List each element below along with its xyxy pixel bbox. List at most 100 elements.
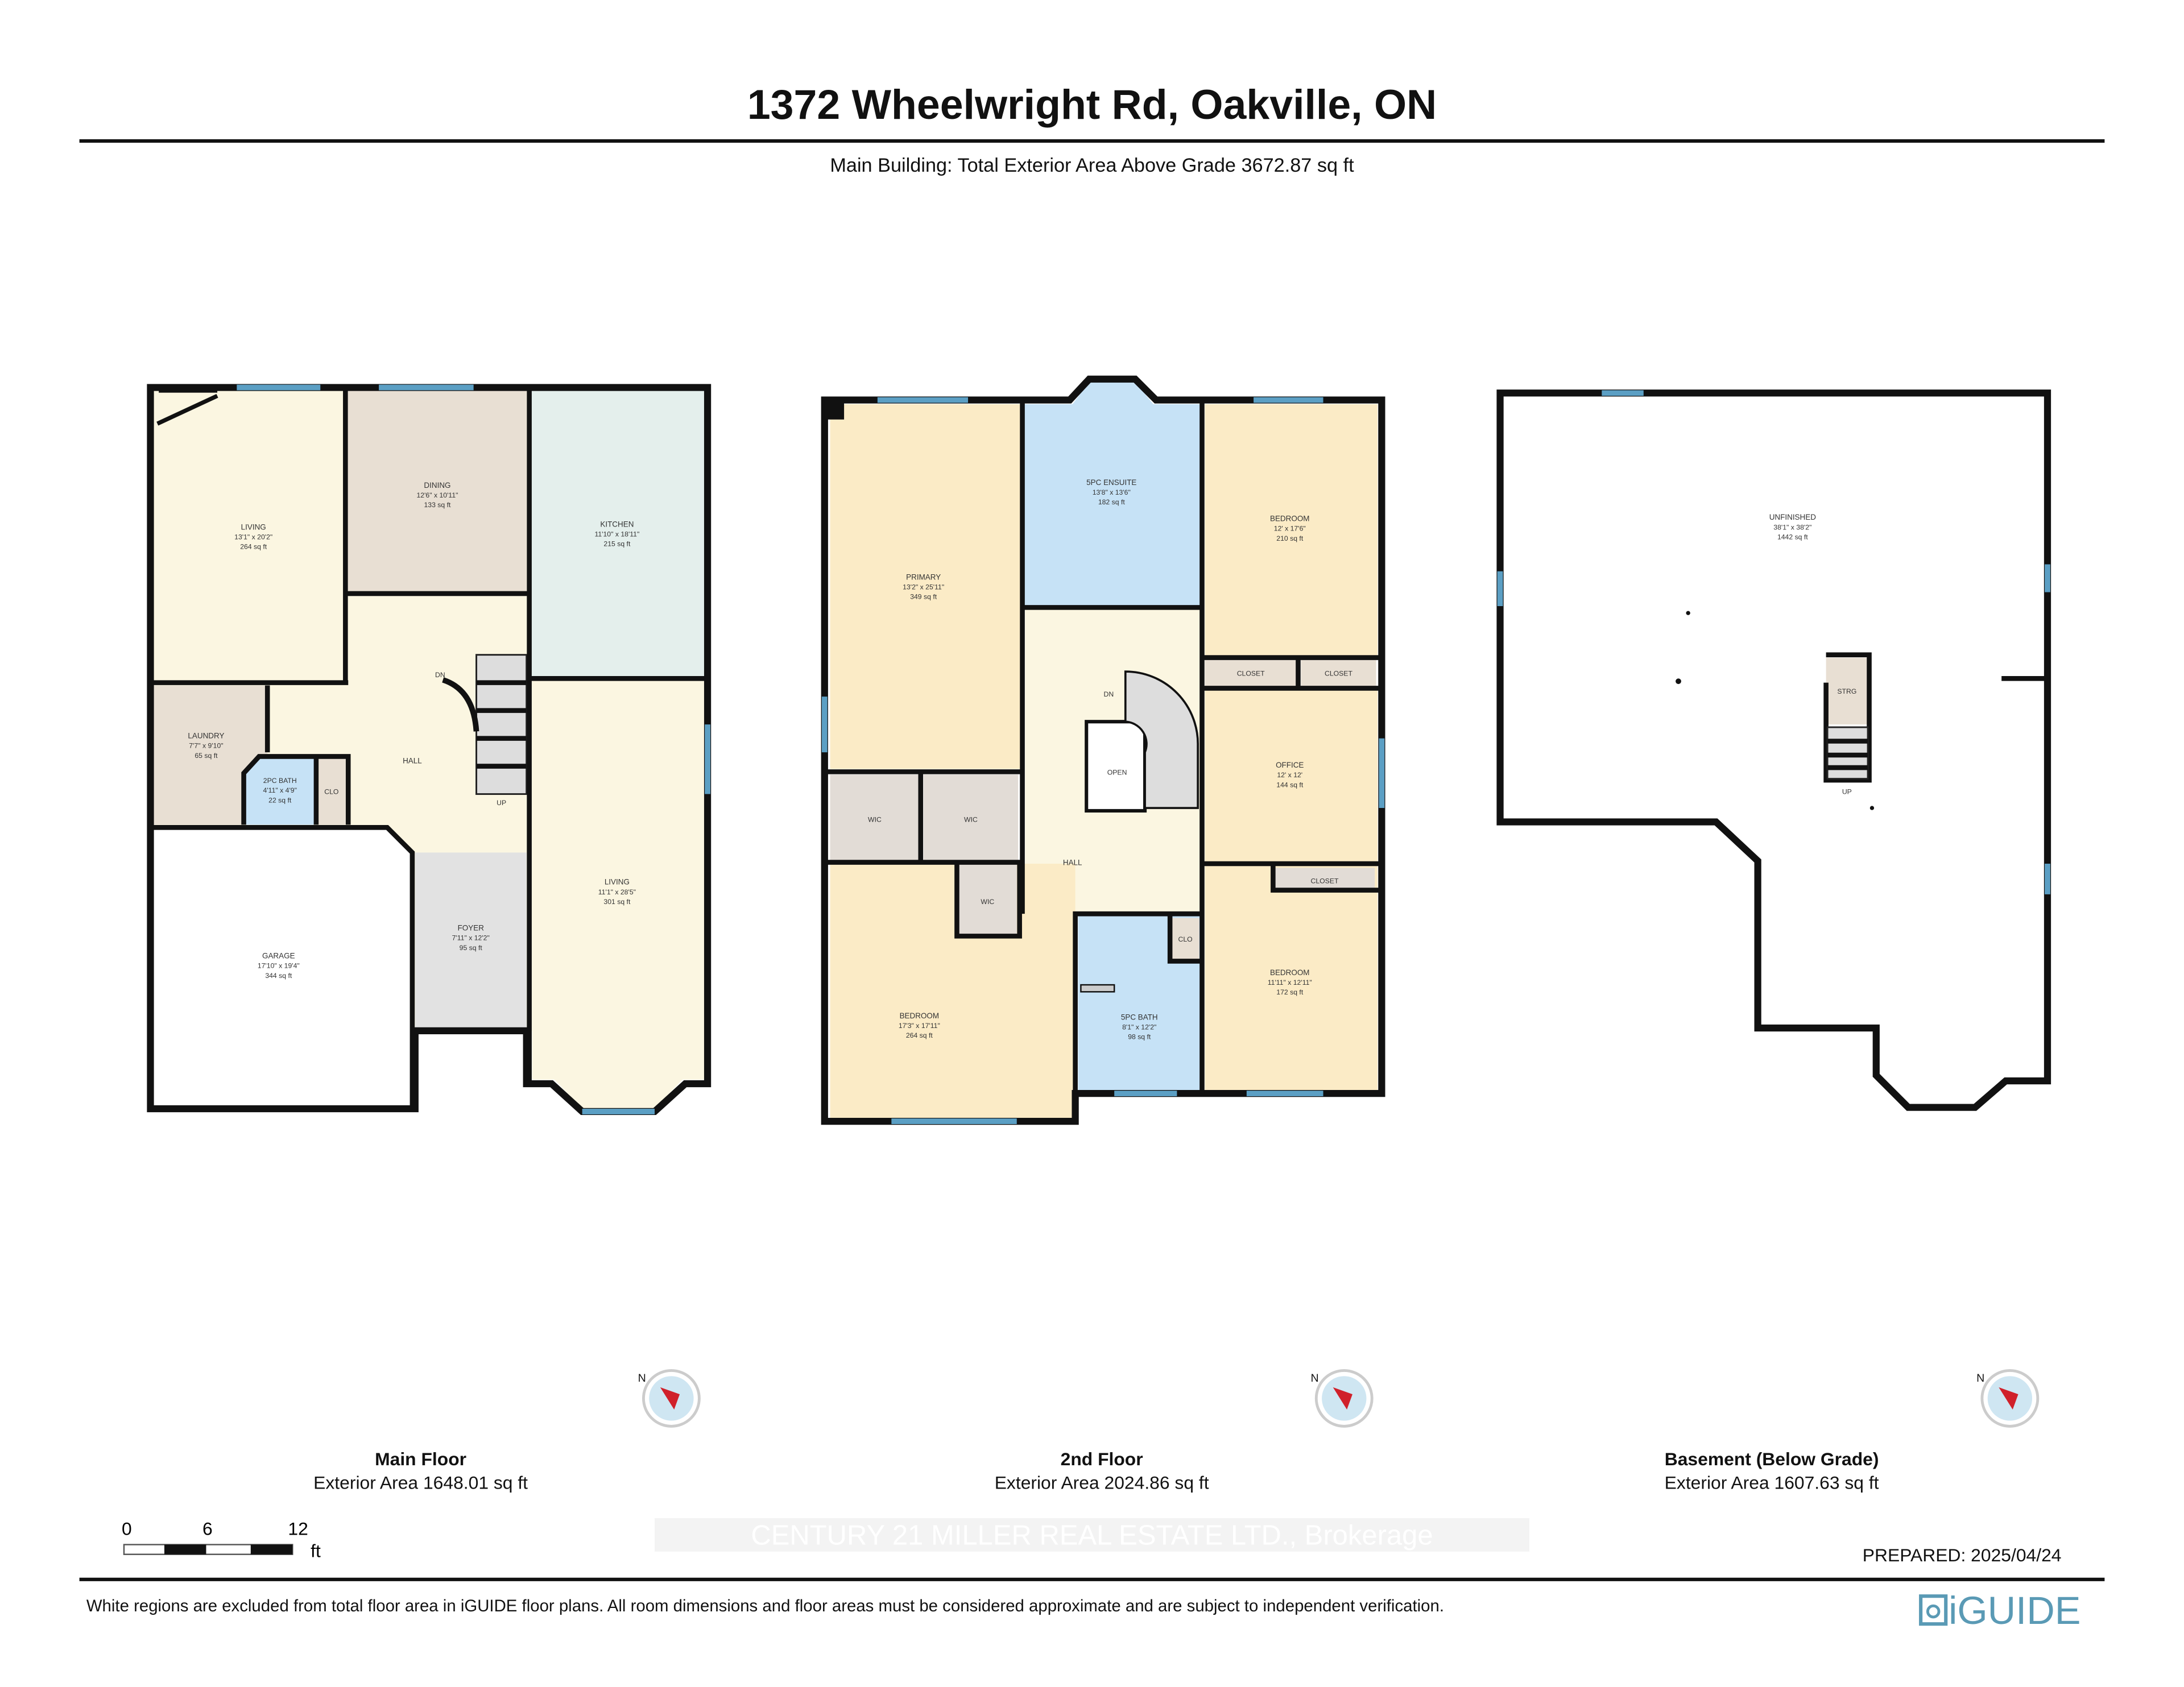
room-label: LIVING: [241, 523, 266, 531]
room-dims: 17'3" x 17'11": [899, 1022, 940, 1030]
room-area: 65 sq ft: [195, 752, 218, 760]
room-bedroom-top: [1205, 404, 1378, 658]
watermark: CENTURY 21 MILLER REAL ESTATE LTD., Brok…: [751, 1520, 1433, 1551]
room-label: 5PC BATH: [1121, 1013, 1158, 1021]
room-area: 133 sq ft: [424, 501, 452, 509]
stair-down-label: DN: [435, 671, 445, 679]
floor-name-main: Main Floor: [375, 1449, 466, 1469]
room-label: BEDROOM: [900, 1012, 940, 1020]
room-label: CLO: [324, 788, 338, 796]
svg-text:N: N: [1976, 1372, 1984, 1385]
room-label: HALL: [1063, 858, 1082, 867]
room-area: 22 sq ft: [268, 796, 292, 804]
main-floor-plan: LIVING 13'1" x 20'2" 264 sq ft DINING 12…: [147, 384, 712, 1116]
room-dining: [345, 390, 527, 594]
stair-up-label: UP: [497, 799, 506, 807]
room-area: 144 sq ft: [1276, 781, 1304, 789]
room-strg: [1826, 657, 1868, 725]
curved-stairs: [1124, 670, 1199, 809]
room-wic-1: [830, 774, 920, 861]
scale-tick: 12: [288, 1518, 308, 1539]
total-area-subtitle: Main Building: Total Exterior Area Above…: [830, 155, 1354, 176]
room-label: LIVING: [605, 878, 630, 886]
room-label: FOYER: [458, 924, 485, 932]
room-area: 344 sq ft: [265, 972, 292, 980]
room-label: LAUNDRY: [188, 732, 224, 740]
floor-name-basement: Basement (Below Grade): [1665, 1449, 1879, 1469]
room-area: 182 sq ft: [1098, 498, 1126, 506]
stair-up-label: UP: [1842, 788, 1852, 796]
room-area: 349 sq ft: [910, 593, 937, 601]
room-unfinished: [1496, 389, 2051, 1111]
room-bedroom-bottom-left: [830, 864, 1076, 1119]
room-dims: 13'8" x 13'6": [1093, 488, 1131, 496]
room-open: [1085, 720, 1147, 813]
room-label: CLO: [1178, 935, 1193, 943]
room-label: WIC: [981, 898, 994, 906]
scale-tick: 0: [122, 1518, 132, 1539]
scale-tick: 6: [202, 1518, 213, 1539]
room-label: CLOSET: [1237, 669, 1265, 677]
room-area: 1442 sq ft: [1777, 533, 1808, 541]
basement-stairs: [1826, 726, 1869, 780]
room-area: 215 sq ft: [603, 540, 631, 548]
floor-area-main: Exterior Area 1648.01 sq ft: [313, 1473, 528, 1493]
logo-text: iGUIDE: [1949, 1589, 2080, 1632]
room-area: 210 sq ft: [1276, 534, 1304, 542]
compass-icon: N: [1976, 1369, 2040, 1428]
room-label: BEDROOM: [1270, 515, 1310, 523]
room-garage: [153, 827, 412, 1109]
room-area: 98 sq ft: [1128, 1033, 1151, 1041]
floor-area-2nd: Exterior Area 2024.86 sq ft: [995, 1473, 1209, 1493]
room-label: CLOSET: [1311, 877, 1339, 885]
room-area: 301 sq ft: [603, 898, 631, 906]
room-dims: 11'10" x 18'11": [594, 530, 639, 538]
watermark-bg: [655, 1518, 1529, 1552]
room-kitchen: [529, 390, 705, 679]
room-label: STRG: [1837, 687, 1856, 695]
room-label: UNFINISHED: [1769, 513, 1817, 521]
second-floor-plan: PRIMARY 13'2" x 25'11" 349 sq ft 5PC ENS…: [821, 375, 1385, 1125]
room-label: OFFICE: [1276, 761, 1304, 769]
room-label: WIC: [868, 816, 882, 824]
room-dims: 13'1" x 20'2": [234, 533, 272, 541]
main-stairs: [442, 654, 528, 795]
room-clo: [318, 756, 349, 825]
room-living-2: [532, 678, 705, 1109]
scale-bar: 0 6 12 ft: [122, 1518, 321, 1561]
floor-name-2nd: 2nd Floor: [1061, 1449, 1143, 1469]
floor-area-basement: Exterior Area 1607.63 sq ft: [1665, 1473, 1879, 1493]
room-dims: 7'7" x 9'10": [189, 742, 223, 750]
room-dims: 8'1" x 12'2": [1122, 1023, 1156, 1031]
room-closet-1: [1205, 659, 1297, 687]
disclaimer: White regions are excluded from total fl…: [86, 1597, 1444, 1615]
room-dims: 4'11" x 4'9": [263, 786, 297, 794]
room-label: GARAGE: [262, 952, 295, 960]
room-label: CLOSET: [1325, 669, 1352, 677]
scale-unit: ft: [311, 1541, 321, 1561]
room-2pc-bath: [243, 756, 315, 825]
room-closet-2: [1301, 659, 1376, 687]
room-label: KITCHEN: [600, 520, 634, 528]
compass-icon: N: [638, 1369, 701, 1428]
room-closet-3: [1274, 868, 1375, 890]
room-office: [1205, 689, 1378, 863]
page-title: 1372 Wheelwright Rd, Oakville, ON: [747, 81, 1437, 128]
room-dims: 13'2" x 25'11": [903, 583, 944, 591]
compass-icon: N: [1310, 1369, 1374, 1428]
room-wic-3: [958, 864, 1017, 936]
iguide-logo: iGUIDE: [1919, 1589, 2080, 1632]
room-area: 264 sq ft: [906, 1031, 933, 1039]
room-label: OPEN: [1107, 768, 1127, 776]
room-label: WIC: [964, 816, 978, 824]
room-area: 264 sq ft: [240, 543, 267, 551]
room-foyer: [415, 852, 527, 1031]
room-label: 2PC BATH: [263, 777, 297, 785]
room-5pc-ensuite: [1024, 382, 1201, 606]
room-primary: [830, 404, 1021, 769]
room-clo-2: [1171, 918, 1199, 960]
room-dims: 11'11" x 12'11": [1268, 979, 1312, 986]
room-dims: 12'6" x 10'11": [416, 491, 458, 499]
room-dims: 12' x 17'6": [1274, 525, 1306, 533]
